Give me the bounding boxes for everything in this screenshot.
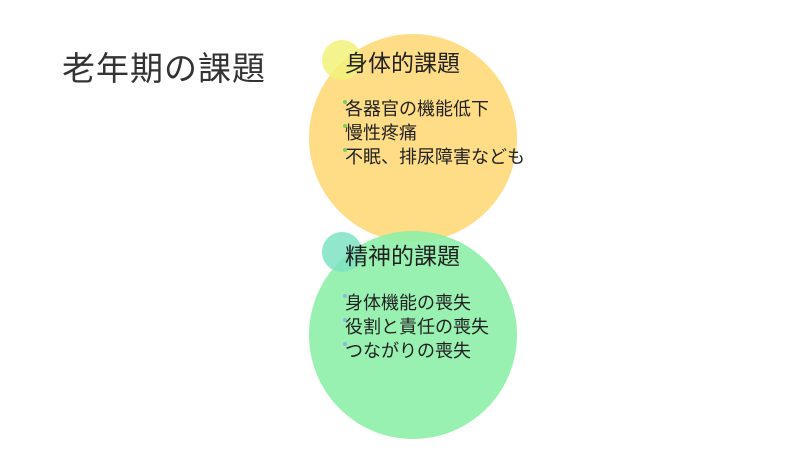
list-item: 役割と責任の喪失 [343,317,489,338]
list-item: 身体機能の喪失 [343,292,489,316]
mental-heading: 精神的課題 [345,244,460,270]
physical-accent-circle [322,40,362,80]
mental-accent-circle [322,232,362,272]
list-item: 各器官の機能低下 [343,98,525,122]
physical-heading: 身体的課題 [345,51,460,77]
list-item: つながりの喪失 [343,340,489,364]
mental-list: 身体機能の喪失 役割と責任の喪失 つながりの喪失 [343,292,489,364]
physical-list: 各器官の機能低下 慢性疼痛 不眠、排尿障害なども [343,98,525,170]
list-item: 不眠、排尿障害なども [343,147,525,168]
list-item: 慢性疼痛 [343,122,525,146]
slide-title: 老年期の課題 [62,49,266,88]
